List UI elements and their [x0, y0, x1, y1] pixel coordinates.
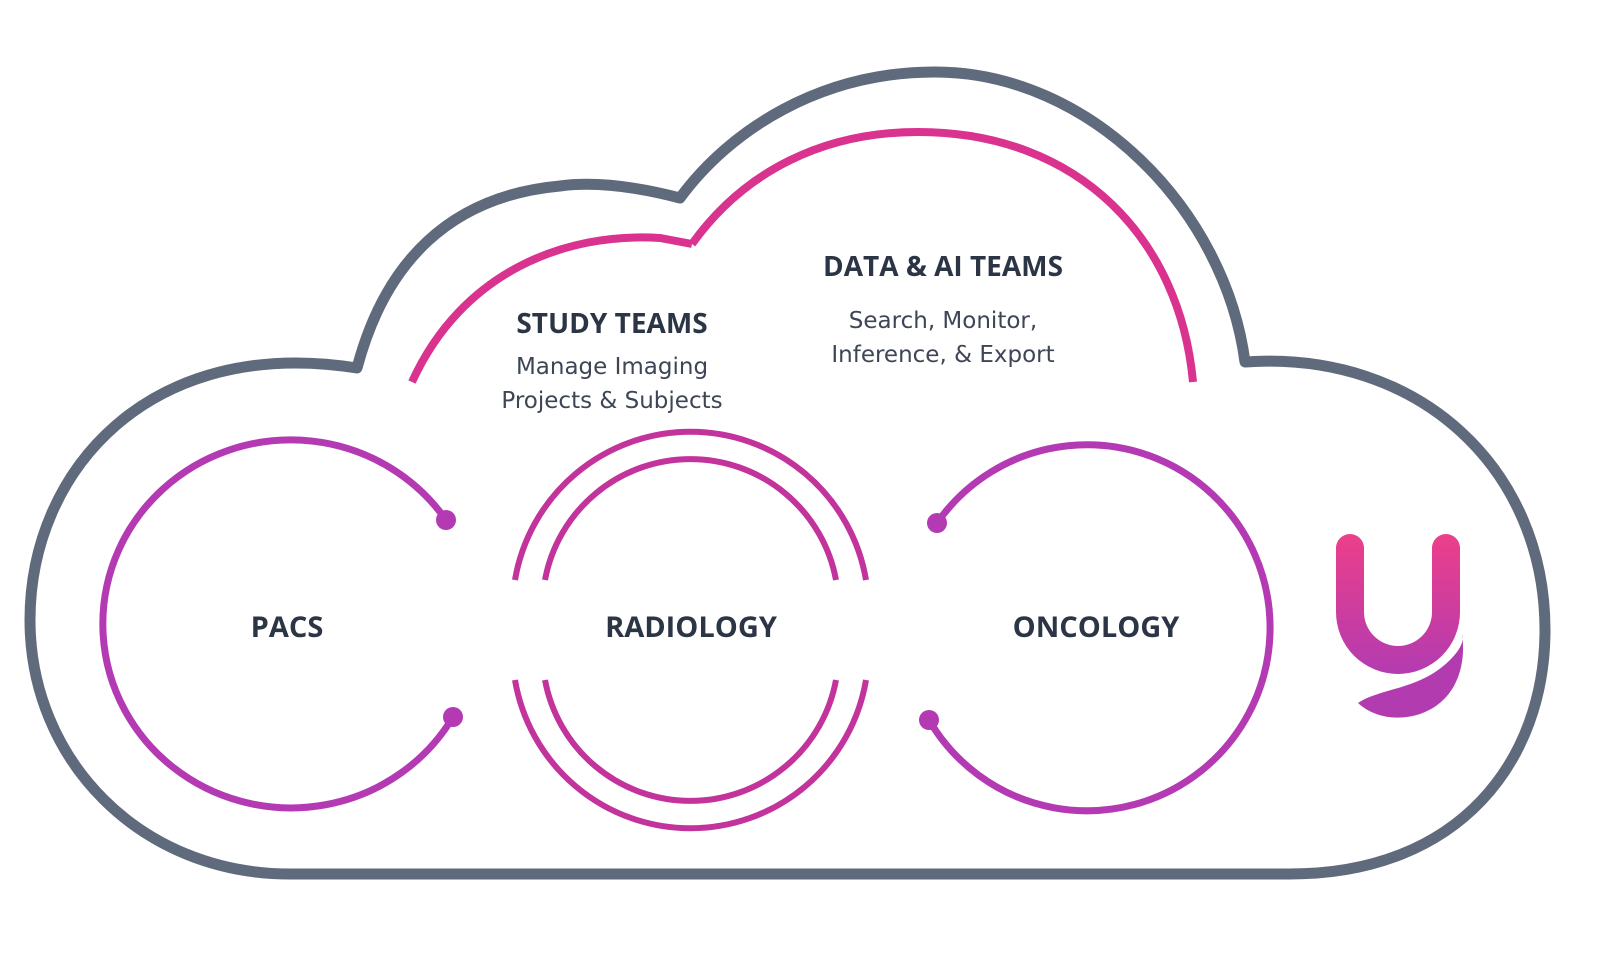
- study-teams-title: STUDY TEAMS: [516, 304, 707, 342]
- radiology-label: RADIOLOGY: [605, 607, 778, 646]
- y-logo-icon: [1336, 534, 1464, 718]
- pacs-endpoint-top: [436, 510, 456, 530]
- data-ai-teams-line1: Search, Monitor,: [849, 308, 1037, 334]
- radiology-inner-ring-top: [542, 456, 839, 581]
- radiology-outer-ring-bottom: [512, 679, 869, 832]
- oncology-endpoint-top: [927, 513, 947, 533]
- data-ai-teams-title: DATA & AI TEAMS: [823, 247, 1063, 285]
- study-teams-arc: [408, 233, 693, 384]
- study-teams-line2: Projects & Subjects: [501, 388, 722, 414]
- data-ai-teams-line2: Inference, & Export: [831, 342, 1054, 368]
- pacs-endpoint-bottom: [443, 707, 463, 727]
- oncology-label: ONCOLOGY: [1013, 607, 1181, 646]
- radiology-inner-ring-bottom: [542, 679, 839, 804]
- oncology-circle: [925, 441, 1274, 815]
- radiology-outer-ring-top: [512, 428, 869, 581]
- cloud-outline: [24, 66, 1551, 880]
- pacs-circle: [99, 436, 456, 812]
- data-ai-teams-arc: [688, 127, 1197, 383]
- study-teams-line1: Manage Imaging: [516, 354, 708, 380]
- pacs-label: PACS: [251, 607, 324, 646]
- oncology-endpoint-bottom: [919, 710, 939, 730]
